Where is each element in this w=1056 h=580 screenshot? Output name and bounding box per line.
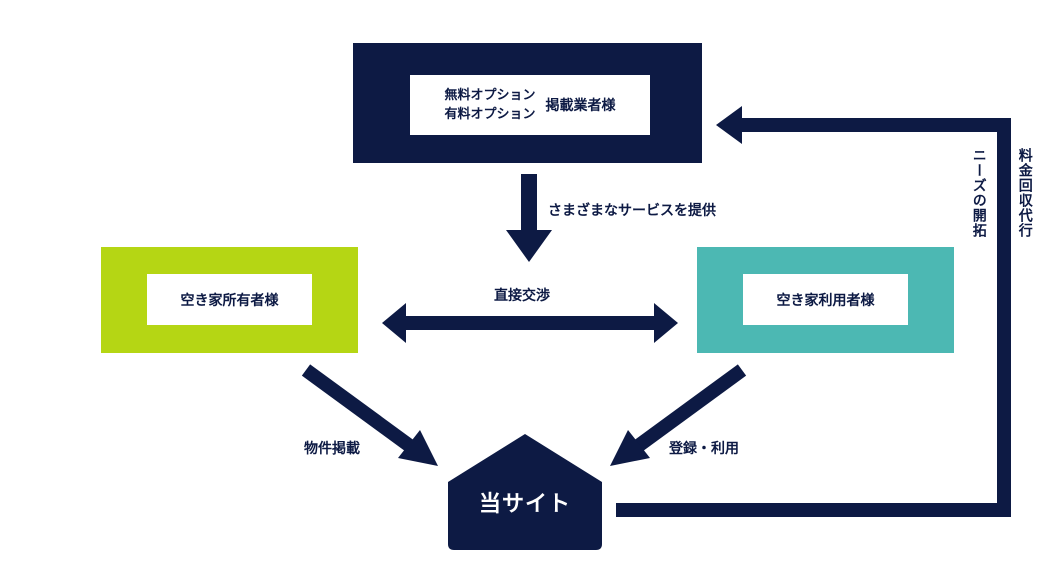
listing-company-box: 無料オプション 有料オプション 掲載業者様: [353, 43, 702, 163]
user-panel: 空き家利用者様: [743, 274, 908, 325]
user-label: 空き家利用者様: [776, 292, 875, 309]
arrow-listing: [301, 364, 438, 466]
listing-label: 物件掲載: [304, 441, 360, 457]
listing-company-label: 掲載業者様: [545, 98, 616, 114]
owner-label: 空き家所有者様: [180, 292, 279, 309]
arrow-down-services: [506, 174, 552, 262]
site-label: 当サイト: [478, 492, 571, 517]
option-list: 無料オプション 有料オプション: [444, 86, 535, 124]
owner-box: 空き家所有者様: [101, 247, 358, 353]
register-use-label: 登録・利用: [669, 441, 739, 457]
paid-option-label: 有料オプション: [444, 107, 536, 122]
market-development-label: ニーズの開拓: [970, 148, 987, 238]
free-option-label: 無料オプション: [444, 88, 536, 103]
site-house-shape: [448, 434, 602, 550]
provide-services-label: さまざまなサービスを提供: [548, 203, 716, 219]
user-box: 空き家利用者様: [697, 247, 954, 353]
arrow-return-loop: [616, 106, 1011, 517]
direct-negotiation-label: 直接交渉: [494, 288, 550, 304]
fee-collection-label: 料金回収代行: [1016, 148, 1033, 238]
owner-panel: 空き家所有者様: [147, 274, 312, 325]
listing-company-panel: 無料オプション 有料オプション 掲載業者様: [410, 75, 650, 135]
arrow-register-use: [610, 364, 747, 466]
arrow-double-negotiation: [382, 303, 678, 343]
